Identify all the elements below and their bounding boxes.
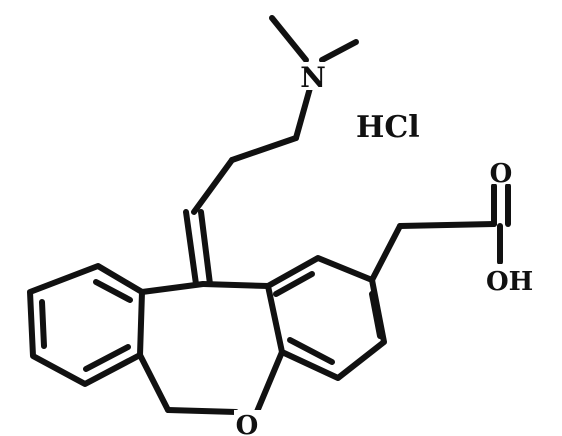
bond-ring-ch2 <box>137 352 171 413</box>
bond-c11-right-ring <box>200 281 271 289</box>
bond-chain-1 <box>229 135 299 163</box>
right-ring-inner-bond-2 <box>369 291 383 339</box>
bond-aryl-ch2 <box>369 223 403 283</box>
bond-methyl-2 <box>319 39 359 63</box>
bond-c11-left-ring <box>139 281 206 295</box>
propylidene-chain <box>183 135 299 287</box>
hcl-salt-label: HCl <box>356 110 420 145</box>
ring-oxygen-label: O <box>236 411 259 436</box>
bond-methyl-1 <box>269 15 309 63</box>
bond-exocyclic-double-a <box>183 209 199 287</box>
bond-ch2-carboxyl <box>397 221 497 229</box>
nitrogen-label: N <box>300 61 326 94</box>
ring-oxygen-label-mask <box>234 410 262 436</box>
hydroxyl-label-mask <box>484 264 538 294</box>
oxepine-ring <box>137 281 285 417</box>
hydroxyl-label: OH <box>486 267 533 297</box>
bond-chain-2 <box>191 157 235 215</box>
bond-exocyclic-double-b <box>198 209 213 287</box>
right-ring-inner-bond-3 <box>287 337 335 365</box>
bond-ch2-ring-oxygen <box>165 407 239 415</box>
bond-ring-oxygen-aryl <box>253 349 285 417</box>
acetic-acid-group <box>369 183 511 283</box>
left-ring-inner-bond-3 <box>83 344 131 372</box>
right-benzene-ring <box>265 255 387 381</box>
dimethylamino-group <box>269 15 359 141</box>
left-ring-inner-bond-2 <box>93 279 133 303</box>
right-ring-inner-bond-1 <box>273 271 315 297</box>
left-benzene-ring <box>27 263 145 387</box>
nitrogen-label-mask <box>298 62 328 90</box>
carbonyl-oxygen-label-mask <box>488 154 514 184</box>
left-ring-inner-bond-1 <box>39 299 47 349</box>
bond-n-chain <box>293 85 313 141</box>
carbonyl-oxygen-label: O <box>490 159 513 189</box>
